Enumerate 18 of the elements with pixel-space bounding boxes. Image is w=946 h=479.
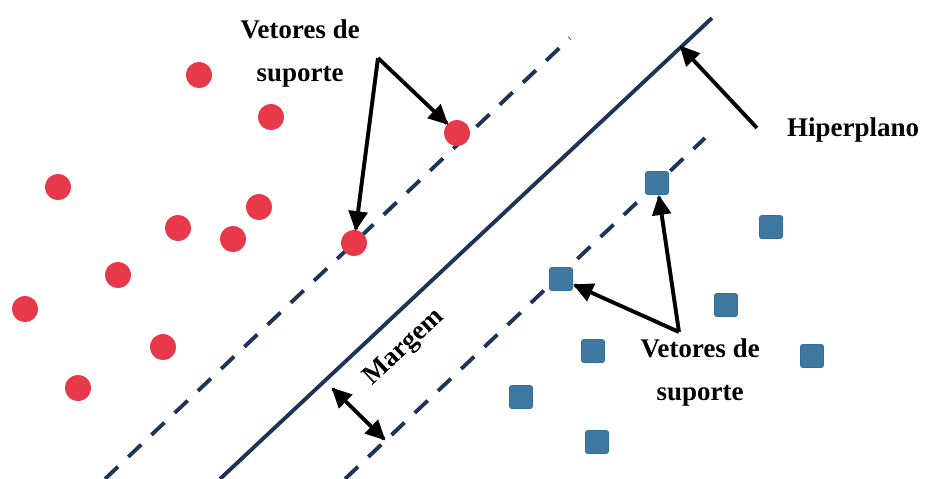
data-point	[12, 296, 38, 322]
callout-label: Vetores de suporte	[610, 327, 790, 413]
leader-line	[376, 56, 448, 125]
data-point	[800, 344, 824, 368]
leader-line	[348, 58, 380, 232]
data-point	[65, 375, 91, 401]
callout-label: Hiperplano	[762, 106, 944, 149]
leader-line	[680, 46, 758, 130]
leader-line	[573, 283, 680, 334]
data-point	[714, 293, 738, 317]
data-point	[759, 215, 783, 239]
data-point	[165, 215, 191, 241]
data-point	[150, 334, 176, 360]
data-point	[45, 174, 71, 200]
callout-label: Vetores de suporte	[215, 8, 385, 94]
leader-line	[652, 195, 681, 332]
data-point	[105, 262, 131, 288]
data-point	[186, 62, 212, 88]
